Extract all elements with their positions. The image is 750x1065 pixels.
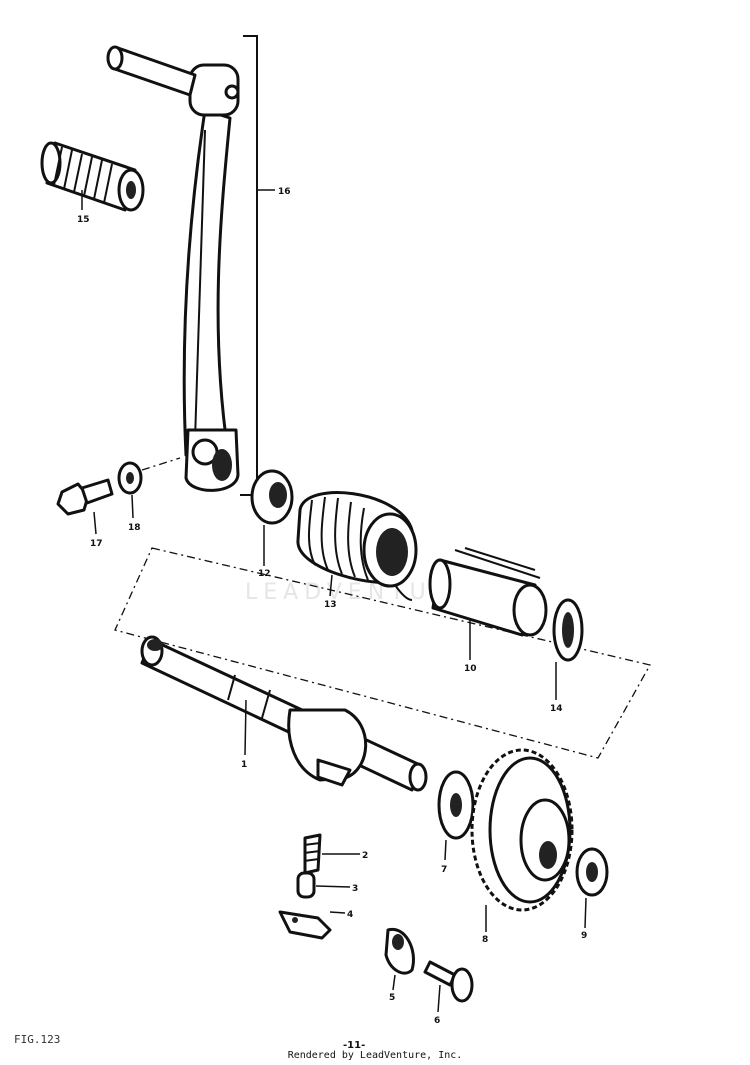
kick-lever-part[interactable] [106, 45, 240, 492]
label-6: 6 [434, 1016, 440, 1026]
thrust-washer-part[interactable] [437, 770, 475, 840]
kick-shaft-part[interactable] [140, 635, 428, 792]
label-3: 3 [352, 884, 358, 894]
page-number: -11- [343, 1040, 366, 1051]
kick-gear-part[interactable] [470, 748, 574, 912]
label-4: 4 [347, 910, 353, 920]
render-credit: Rendered by LeadVenture, Inc. [287, 1050, 463, 1061]
label-8: 8 [482, 935, 488, 945]
return-spring-part[interactable] [296, 491, 418, 601]
pin-part[interactable] [296, 871, 316, 899]
figure-code: FIG.123 [14, 1033, 61, 1046]
oil-seal-part[interactable] [250, 469, 294, 525]
spring-guide-part[interactable] [428, 547, 548, 637]
label-13: 13 [324, 600, 337, 610]
label-10: 10 [464, 664, 477, 674]
label-14: 14 [550, 704, 563, 714]
assembly-outline [114, 547, 651, 759]
leader-lines [81, 190, 587, 1013]
label-1: 1 [241, 760, 247, 770]
label-18: 18 [128, 523, 141, 533]
label-5: 5 [389, 993, 395, 1003]
kick-grip-part[interactable] [40, 141, 145, 212]
shaft-guide-part[interactable] [384, 927, 415, 975]
label-16: 16 [278, 187, 291, 197]
spring-part[interactable] [303, 833, 322, 875]
label-9: 9 [581, 931, 587, 941]
screw-part[interactable] [423, 960, 474, 1003]
label-7: 7 [441, 865, 447, 875]
label-15: 15 [77, 215, 90, 225]
spacer-washer-part[interactable] [552, 598, 584, 662]
lever-washer-part[interactable] [117, 457, 181, 495]
gear-washer-part[interactable] [575, 847, 609, 897]
label-12: 12 [258, 569, 271, 579]
stopper-plate-part[interactable] [278, 910, 332, 940]
lever-assembly-bracket [240, 35, 275, 496]
label-17: 17 [90, 539, 103, 549]
label-2: 2 [362, 851, 368, 861]
lever-bolt-part[interactable] [56, 478, 114, 516]
